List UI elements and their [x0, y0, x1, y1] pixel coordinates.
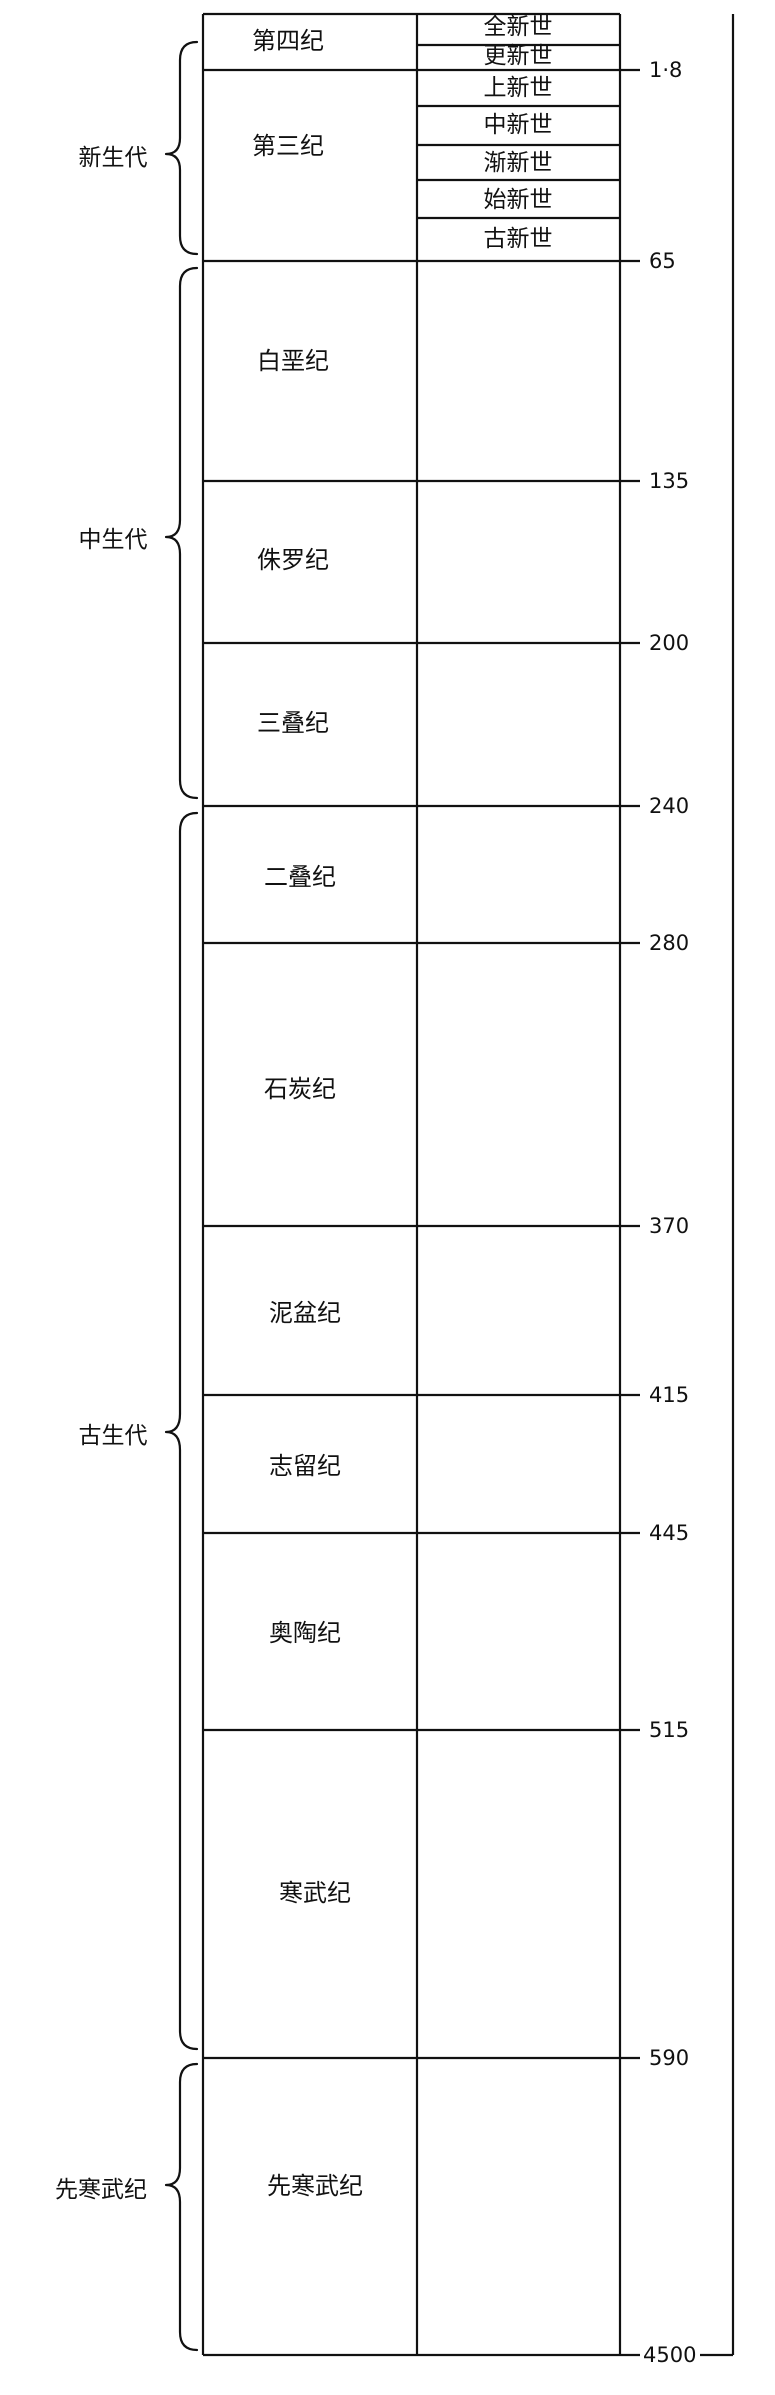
era-label-mesozoic: 中生代	[79, 527, 148, 553]
period-label-cretaceous: 白垩纪	[257, 347, 329, 375]
age-label-590: 590	[649, 2046, 689, 2070]
epoch-label-miocene: 中新世	[484, 112, 553, 138]
epoch-label-oligocene: 渐新世	[484, 150, 553, 176]
age-label-370: 370	[649, 1214, 689, 1238]
paleozoic-brace	[164, 811, 199, 2051]
epoch-label-eocene: 始新世	[484, 187, 553, 213]
age-label-1-8: 1·8	[649, 58, 682, 82]
period-label-tertiary: 第三纪	[252, 132, 324, 160]
period-label-silurian: 志留纪	[269, 1452, 341, 1480]
age-label-415: 415	[649, 1383, 689, 1407]
era-label-cenozoic: 新生代	[79, 145, 148, 171]
period-label-devonian: 泥盆纪	[269, 1299, 341, 1327]
era-label-precambrian: 先寒武纪	[55, 2177, 147, 2203]
epoch-label-paleocene: 古新世	[484, 226, 553, 252]
cenozoic-brace	[164, 40, 199, 256]
period-label-ordovician: 奥陶纪	[269, 1619, 341, 1647]
epoch-label-pleistocene: 更新世	[484, 43, 553, 69]
age-label-280: 280	[649, 931, 689, 955]
epoch-label-pliocene: 上新世	[484, 75, 553, 101]
age-label-135: 135	[649, 469, 689, 493]
period-label-cambrian: 寒武纪	[279, 1879, 351, 1907]
age-label-515: 515	[649, 1718, 689, 1742]
mesozoic-brace	[164, 266, 199, 800]
age-label-200: 200	[649, 631, 689, 655]
epoch-label-holocene: 全新世	[484, 14, 553, 40]
age-label-445: 445	[649, 1521, 689, 1545]
era-label-paleozoic: 古生代	[79, 1423, 148, 1449]
period-label-precambrian: 先寒武纪	[267, 2172, 363, 2200]
age-label-4500: 4500	[643, 2343, 696, 2367]
period-label-carboniferous: 石炭纪	[264, 1075, 336, 1103]
period-label-triassic: 三叠纪	[257, 709, 329, 737]
period-label-permian: 二叠纪	[264, 863, 336, 891]
period-label-jurassic: 侏罗纪	[257, 546, 329, 574]
age-label-65: 65	[649, 249, 676, 273]
precambrian-brace	[164, 2062, 199, 2352]
period-label-quaternary: 第四纪	[252, 27, 324, 55]
age-label-240: 240	[649, 794, 689, 818]
